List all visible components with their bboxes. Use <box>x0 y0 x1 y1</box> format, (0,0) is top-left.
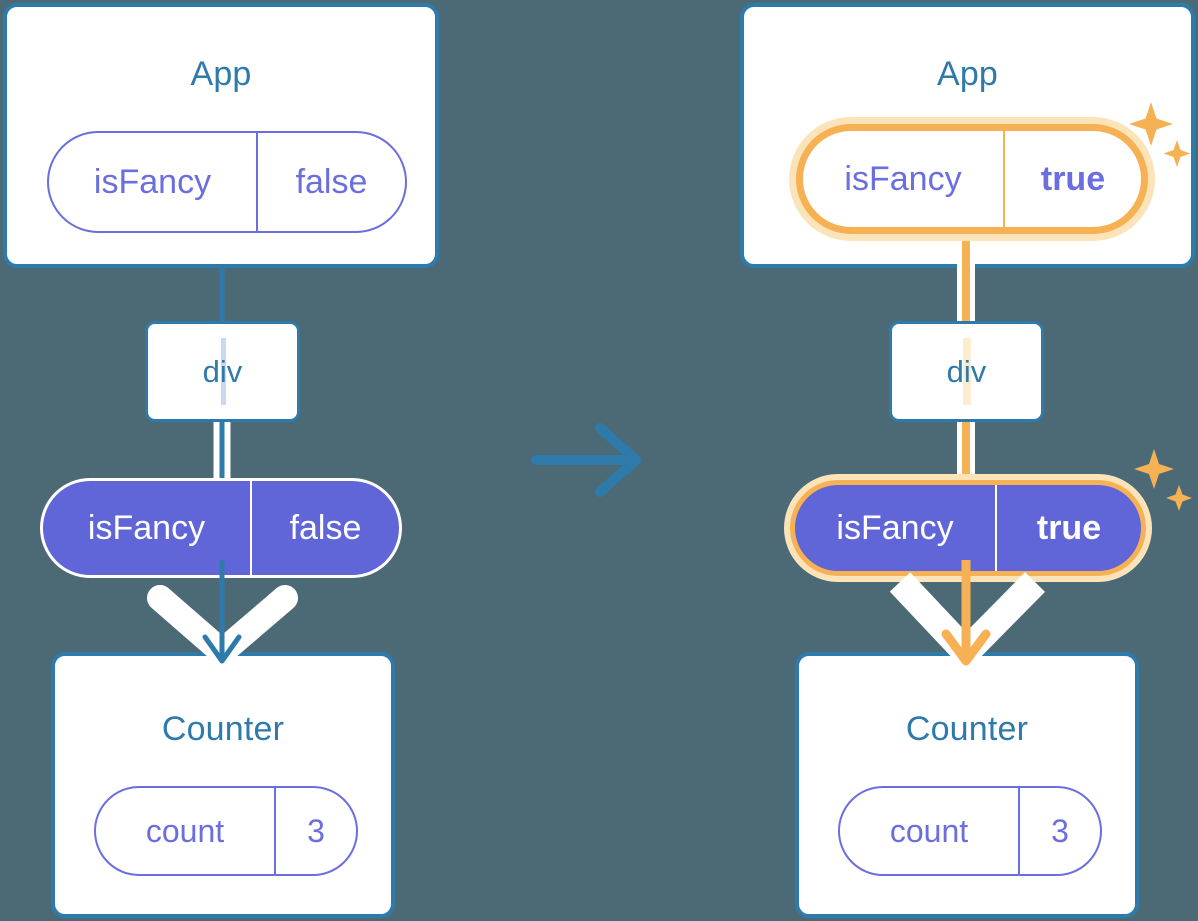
app-card-before: App isFancy false <box>3 3 439 268</box>
state-pill-name: isFancy <box>93 162 212 201</box>
props-pill-name: isFancy <box>87 508 206 547</box>
props-pill-after[interactable]: isFancy true <box>790 480 1146 576</box>
sparkle-icon-app <box>1129 102 1191 167</box>
transition-arrow-icon <box>531 423 641 497</box>
sparkle-icon-props <box>1134 449 1192 511</box>
div-node-before: div <box>145 321 300 422</box>
counter-state-pill-before[interactable]: count 3 <box>94 786 358 876</box>
app-title: App <box>936 55 999 93</box>
state-pill-name: isFancy <box>844 159 962 198</box>
app-state-pill-after[interactable]: isFancy true <box>796 124 1148 234</box>
flow-arrow-white-left <box>147 585 298 665</box>
app-title: App <box>190 55 252 93</box>
counter-pill-name: count <box>889 812 969 849</box>
div-node-after: div <box>889 321 1044 422</box>
props-pill-value: true <box>995 485 1141 571</box>
div-node-inner-line <box>962 338 971 405</box>
state-pill-value: true <box>1003 131 1141 227</box>
counter-card-after: Counter count 3 <box>795 652 1139 918</box>
counter-card-before: Counter count 3 <box>51 652 395 918</box>
counter-title: Counter <box>905 710 1029 748</box>
state-pill-value: false <box>256 133 405 231</box>
div-node-label: div <box>946 353 987 389</box>
props-pill-name: isFancy <box>836 508 954 547</box>
counter-pill-name: count <box>145 812 225 849</box>
props-pill-value: false <box>250 481 399 575</box>
flow-arrow-white-right <box>889 572 1045 666</box>
app-state-pill-before[interactable]: isFancy false <box>47 131 407 233</box>
div-node-inner-line <box>220 338 226 405</box>
counter-title: Counter <box>161 710 285 748</box>
counter-pill-value: 3 <box>274 788 356 874</box>
div-node-label: div <box>202 353 243 389</box>
props-pill-before[interactable]: isFancy false <box>40 478 402 578</box>
counter-pill-value: 3 <box>1018 788 1100 874</box>
counter-state-pill-after[interactable]: count 3 <box>838 786 1102 876</box>
